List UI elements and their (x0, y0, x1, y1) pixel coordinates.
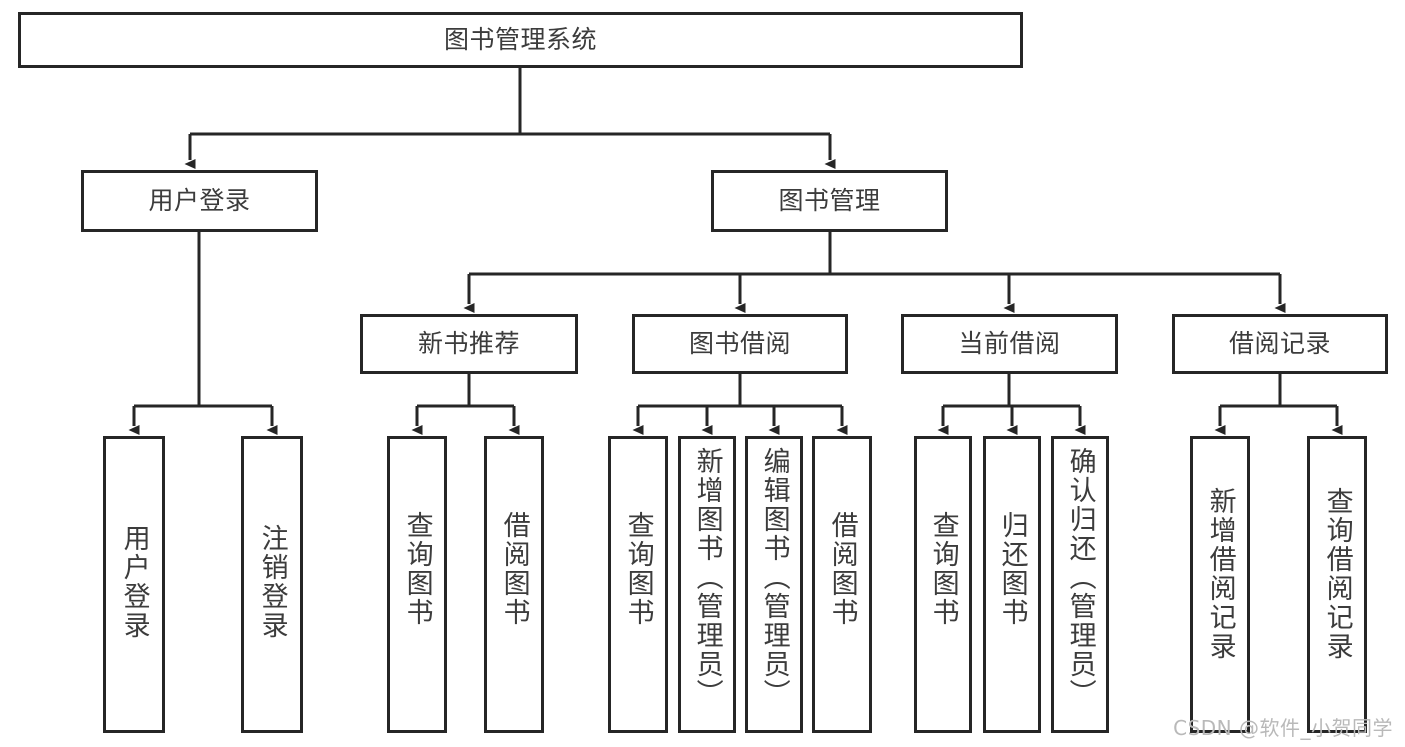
node-leaf-borrow-book-rec-label: 借阅图书 (498, 511, 530, 627)
node-leaf-query-book-current-label: 查询图书 (927, 511, 959, 627)
watermark-text: CSDN @软件_小贺同学 (1173, 716, 1393, 740)
node-leaf-borrow-book-rec[interactable]: 借阅图书 (484, 436, 544, 733)
node-leaf-user-login-label: 用户登录 (118, 524, 150, 640)
node-leaf-add-book-admin-label: 新增图书（管理员） (691, 447, 723, 708)
node-leaf-user-logout-label: 注销登录 (256, 524, 288, 640)
node-root-label: 图书管理系统 (443, 24, 597, 54)
node-book-borrow-label: 图书借阅 (688, 328, 791, 358)
node-root[interactable]: 图书管理系统 (18, 12, 1023, 68)
node-user-login[interactable]: 用户登录 (81, 170, 318, 232)
node-leaf-edit-book-admin-label: 编辑图书（管理员） (758, 447, 790, 708)
node-leaf-query-book-borrow[interactable]: 查询图书 (608, 436, 668, 733)
node-leaf-borrow-book[interactable]: 借阅图书 (812, 436, 872, 733)
node-user-login-label: 用户登录 (148, 185, 251, 215)
node-leaf-query-book-rec[interactable]: 查询图书 (387, 436, 447, 733)
node-leaf-edit-book-admin[interactable]: 编辑图书（管理员） (745, 436, 803, 733)
node-leaf-user-login[interactable]: 用户登录 (103, 436, 165, 733)
node-leaf-query-borrow-record[interactable]: 查询借阅记录 (1307, 436, 1367, 733)
node-leaf-confirm-return-admin-label: 确认归还（管理员） (1064, 447, 1096, 708)
node-current-borrow-label: 当前借阅 (958, 328, 1061, 358)
node-leaf-borrow-book-label: 借阅图书 (826, 511, 858, 627)
node-leaf-return-book[interactable]: 归还图书 (983, 436, 1041, 733)
node-leaf-user-logout[interactable]: 注销登录 (241, 436, 303, 733)
node-leaf-query-borrow-record-label: 查询借阅记录 (1321, 487, 1353, 661)
node-book-borrow[interactable]: 图书借阅 (632, 314, 848, 374)
node-leaf-add-borrow-record[interactable]: 新增借阅记录 (1190, 436, 1250, 733)
node-leaf-add-book-admin[interactable]: 新增图书（管理员） (678, 436, 736, 733)
node-borrow-record[interactable]: 借阅记录 (1172, 314, 1388, 374)
node-leaf-query-book-rec-label: 查询图书 (401, 511, 433, 627)
node-leaf-add-borrow-record-label: 新增借阅记录 (1204, 487, 1236, 661)
node-leaf-query-book-borrow-label: 查询图书 (622, 511, 654, 627)
node-leaf-query-book-current[interactable]: 查询图书 (914, 436, 972, 733)
node-borrow-record-label: 借阅记录 (1228, 328, 1331, 358)
node-leaf-confirm-return-admin[interactable]: 确认归还（管理员） (1051, 436, 1109, 733)
node-new-book-rec-label: 新书推荐 (417, 328, 520, 358)
node-book-manage[interactable]: 图书管理 (711, 170, 948, 232)
node-leaf-return-book-label: 归还图书 (996, 511, 1028, 627)
node-new-book-rec[interactable]: 新书推荐 (360, 314, 578, 374)
node-book-manage-label: 图书管理 (778, 185, 881, 215)
node-current-borrow[interactable]: 当前借阅 (901, 314, 1118, 374)
